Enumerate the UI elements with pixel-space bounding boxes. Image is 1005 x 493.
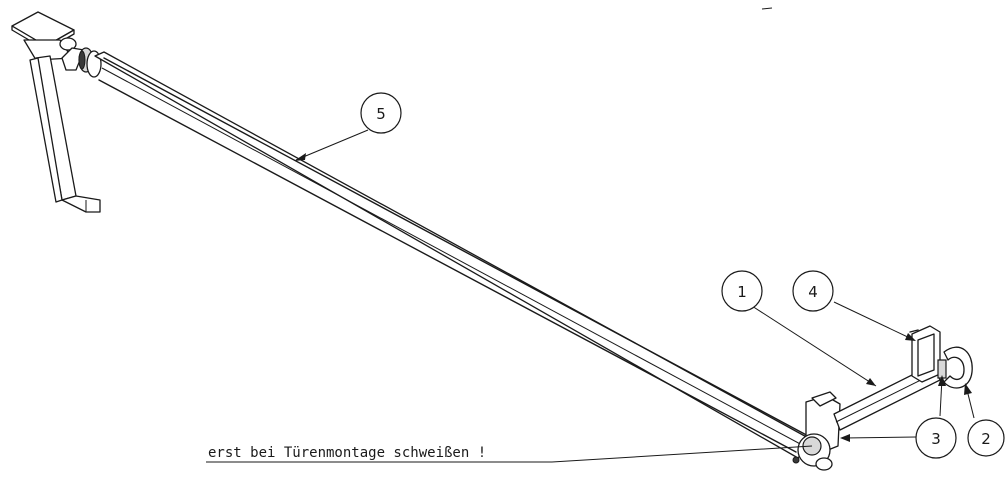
balloon-1: 1 — [721, 270, 763, 312]
long-tube — [94, 51, 813, 459]
balloon-1-label: 1 — [737, 283, 747, 301]
arrowhead-2 — [964, 383, 972, 395]
stray-mark — [761, 7, 773, 10]
arrowhead-3a — [840, 434, 850, 442]
arrowhead-4 — [905, 333, 916, 341]
balloon-5: 5 — [360, 92, 402, 134]
right-end-assembly — [792, 325, 973, 471]
welding-note: erst bei Türenmontage schweißen ! — [208, 445, 486, 461]
balloon-5-label: 5 — [376, 105, 386, 123]
arrowhead-3b — [938, 375, 946, 386]
balloon-2: 2 — [967, 419, 1005, 457]
balloon-3-label: 3 — [931, 430, 941, 448]
arrowhead-5 — [294, 153, 306, 161]
arrowhead-1 — [866, 378, 876, 386]
leader-lines — [206, 129, 975, 463]
balloon-2-label: 2 — [981, 430, 991, 448]
left-mount-assembly — [11, 11, 102, 213]
balloon-3: 3 — [915, 417, 957, 459]
balloon-4: 4 — [792, 270, 834, 312]
balloon-4-label: 4 — [808, 283, 818, 301]
